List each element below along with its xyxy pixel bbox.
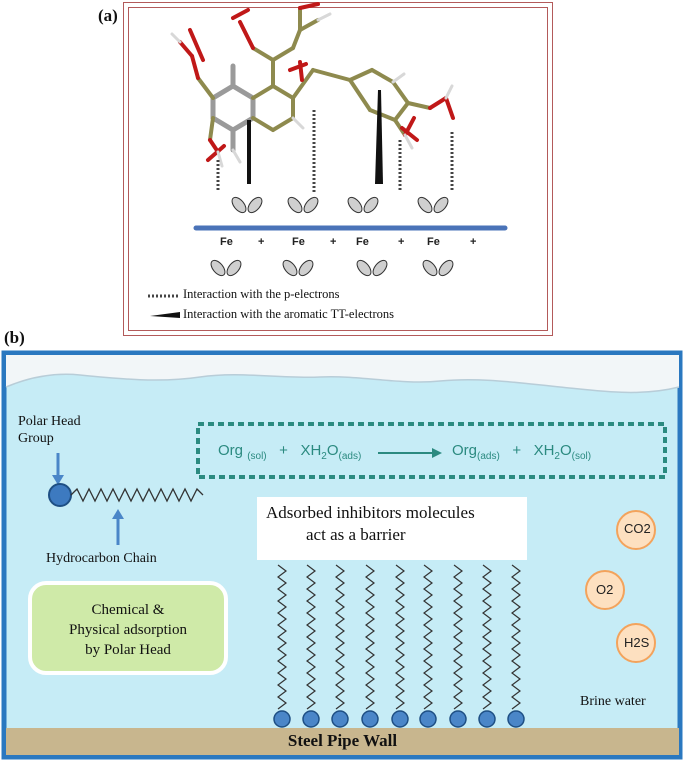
oxygen-bonds-red (178, 2, 455, 162)
fe-label-2: Fe (292, 236, 305, 248)
panel-a-inner-frame (128, 7, 548, 331)
inhibitor-chain (482, 564, 492, 710)
inhibitor-head (331, 710, 349, 728)
molecule-adsorption-drawing (148, 2, 508, 318)
inhibitor-chain (335, 564, 345, 710)
inhibitor-head (507, 710, 525, 728)
equation-products: Org(ads) + XH2O(sol) (452, 442, 592, 462)
h2s-label: H2S (624, 635, 650, 650)
hydrocarbon-chain (70, 487, 204, 503)
o2-label: O2 (596, 582, 614, 597)
inhibitor-chain (423, 564, 433, 710)
polar-head-ball (48, 483, 72, 507)
inhibitor-chain (306, 564, 316, 710)
fe-label-4: Fe (427, 236, 440, 248)
inhibitor-head (478, 710, 496, 728)
h2s-molecule (616, 623, 656, 663)
legend-p-electrons: Interaction with the p-electrons (183, 287, 340, 301)
panel-b-label: (b) (4, 328, 25, 347)
adsorption-box (28, 581, 228, 675)
barrier-label-box (257, 497, 527, 560)
legend-wedge-marker (150, 312, 180, 318)
inhibitor-head (273, 710, 291, 728)
inhibitor-chain (277, 564, 287, 710)
steel-wall-label: Steel Pipe Wall (287, 731, 398, 750)
plus-sign-2: + (330, 236, 337, 248)
plus-sign-4: + (470, 236, 477, 248)
plus-sign-3: + (398, 236, 405, 248)
adsorbed-molecules (273, 564, 525, 728)
barrier-text-line1: Adsorbed inhibitors molecules (266, 503, 475, 522)
hydrocarbon-chain-label: Hydrocarbon Chain (46, 551, 157, 566)
inhibitor-head (419, 710, 437, 728)
adsorption-text: Chemical & Physical adsorption by Polar … (69, 602, 187, 658)
fe-label-1: Fe (220, 236, 233, 248)
inhibitor-head (391, 710, 409, 728)
co2-molecule (616, 510, 656, 550)
carbon-bonds-olive (196, 6, 432, 142)
steel-pipe-wall (6, 728, 679, 755)
inhibitor-head (361, 710, 379, 728)
molecule-structure (170, 2, 455, 168)
co2-label: CO2 (624, 521, 651, 536)
aromatic-ring-gray (210, 63, 256, 153)
brine-water-label: Brine water (580, 694, 646, 709)
inhibitor-chain (365, 564, 375, 710)
inhibitor-chain (453, 564, 463, 710)
inhibitor-head (302, 710, 320, 728)
upper-orbitals (231, 196, 449, 214)
inhibitor-chain (511, 564, 521, 710)
o2-molecule (585, 570, 625, 610)
fe-label-3: Fe (356, 236, 369, 248)
panel-a-label: (a) (98, 6, 118, 25)
aromatic-wedge-2 (375, 90, 383, 184)
aromatic-wedge-1 (247, 120, 251, 184)
equation-text: Org (sol) + XH2O(ads) (218, 442, 362, 462)
inhibitor-chain (395, 564, 405, 710)
lower-orbitals (210, 259, 454, 277)
plus-sign-1: + (258, 236, 265, 248)
inhibitor-head (449, 710, 467, 728)
equation-box (196, 422, 667, 479)
aromatic-pi-interactions (247, 90, 383, 184)
legend-aromatic-electrons: Interaction with the aromatic TT-electro… (183, 307, 395, 321)
water-surface (6, 355, 679, 393)
hydrogen-bonds (170, 12, 454, 168)
panel-a-outer-frame (123, 2, 553, 336)
barrier-text-line2: act as a barrier (306, 525, 406, 544)
polar-head-label: Polar Head Group (18, 414, 81, 446)
inhibitor-barrier-diagram (1, 350, 683, 760)
p-electron-interactions (216, 110, 454, 192)
